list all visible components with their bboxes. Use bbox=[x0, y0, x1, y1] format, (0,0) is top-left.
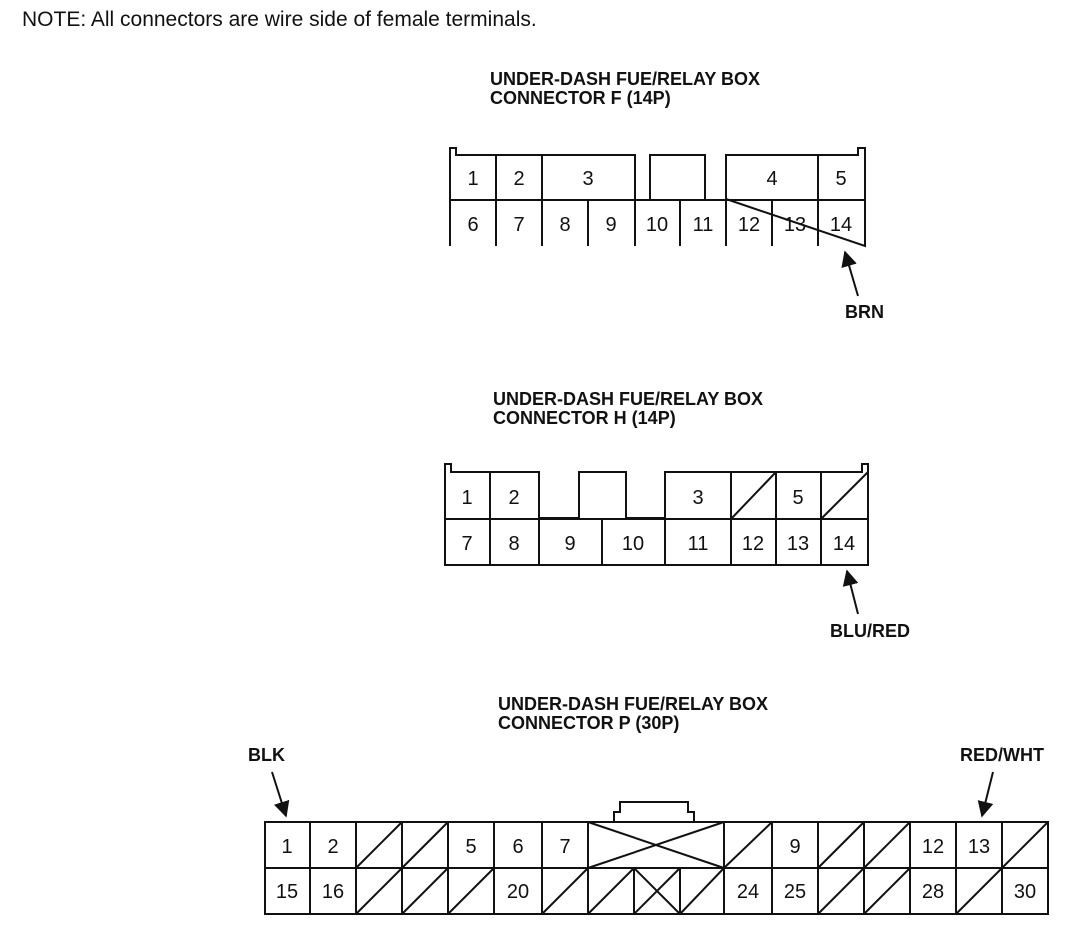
connector-p-unused-cell bbox=[1001, 821, 1049, 869]
connector-h-terminal: 9 bbox=[564, 533, 575, 555]
connector-f-terminal: 10 bbox=[646, 214, 668, 236]
connector-p-title-line1: UNDER-DASH FUE/RELAY BOX bbox=[498, 694, 769, 714]
connector-h-terminal: 11 bbox=[688, 533, 709, 555]
connector-f-terminal: 12 bbox=[738, 214, 760, 236]
connector-f-terminal: 7 bbox=[513, 214, 524, 236]
connector-f-arrow bbox=[841, 250, 859, 297]
connector-p-terminal: 16 bbox=[322, 881, 344, 903]
connector-p-title: UNDER-DASH FUE/RELAY BOX CONNECTOR P (30… bbox=[498, 695, 768, 733]
connector-f-title-line2: CONNECTOR F (14P) bbox=[490, 88, 671, 108]
connector-p-unused-cell bbox=[679, 867, 725, 915]
connector-f-title: UNDER-DASH FUE/RELAY BOX CONNECTOR F (14… bbox=[490, 70, 760, 108]
note-text: NOTE: All connectors are wire side of fe… bbox=[22, 8, 537, 31]
connector-p-title-line2: CONNECTOR P (30P) bbox=[498, 713, 680, 733]
connector-h-terminal: 8 bbox=[508, 533, 519, 555]
connector-p-terminal: 28 bbox=[922, 881, 944, 903]
connector-p-terminal: 1 bbox=[281, 836, 292, 858]
connector-p-terminal: 30 bbox=[1014, 881, 1036, 903]
connector-f-terminal: 2 bbox=[513, 168, 524, 190]
connector-p-terminal: 20 bbox=[507, 881, 529, 903]
connector-f-terminal: 1 bbox=[467, 168, 478, 190]
connector-p-terminal: 25 bbox=[784, 881, 806, 903]
connector-p-unused-cell bbox=[447, 867, 495, 915]
connector-h-terminal: 7 bbox=[461, 533, 472, 555]
connector-h-terminal: 1 bbox=[461, 487, 472, 509]
connector-p-unused-cell bbox=[863, 821, 911, 869]
connector-h-terminal: 14 bbox=[833, 533, 855, 555]
connector-p-arrow-red-wht bbox=[977, 771, 994, 818]
wire-label-brn: BRN bbox=[845, 302, 884, 322]
connector-h-terminal: 10 bbox=[622, 533, 644, 555]
connector-p-terminal: 24 bbox=[737, 881, 759, 903]
connector-p-unused-cell bbox=[355, 821, 403, 869]
connector-h-terminal: 12 bbox=[742, 533, 764, 555]
connector-p-unused-cell bbox=[817, 821, 865, 869]
connector-f-title-line1: UNDER-DASH FUE/RELAY BOX bbox=[490, 69, 761, 89]
connector-p-terminal: 13 bbox=[968, 836, 990, 858]
connector-p-terminal: 5 bbox=[465, 836, 476, 858]
connector-p-unused-cell bbox=[401, 867, 449, 915]
connector-h-title: UNDER-DASH FUE/RELAY BOX CONNECTOR H (14… bbox=[493, 390, 763, 428]
connector-h-terminal: 13 bbox=[787, 533, 809, 555]
connector-p-terminal: 12 bbox=[922, 836, 944, 858]
connector-h-unused-cell bbox=[730, 471, 777, 520]
connector-p: 1 2 5 6 7 9 12 13 15 16 20 24 25 28 30 bbox=[264, 771, 1049, 915]
connector-p-unused-cell bbox=[541, 867, 589, 915]
connector-f-terminal: 9 bbox=[605, 214, 616, 236]
connector-p-unused-cell bbox=[723, 821, 773, 869]
wire-label-blu-red: BLU/RED bbox=[830, 621, 910, 641]
connector-f: 1 2 3 4 5 6 7 8 9 10 11 12 13 14 bbox=[449, 147, 866, 297]
wire-label-red-wht: RED/WHT bbox=[960, 745, 1044, 765]
connector-p-latch bbox=[613, 801, 695, 822]
connector-p-arrow-blk bbox=[271, 771, 290, 818]
connector-p-unused-cell bbox=[587, 867, 635, 915]
connector-f-terminal: 5 bbox=[835, 168, 846, 190]
connector-p-unused-cell bbox=[401, 821, 449, 869]
connector-f-terminal: 13 bbox=[784, 214, 806, 236]
connector-f-terminal: 3 bbox=[582, 168, 593, 190]
connector-p-unused-cell bbox=[355, 867, 403, 915]
connector-p-unused-cell bbox=[817, 867, 865, 915]
connector-h-terminal: 2 bbox=[508, 487, 519, 509]
connector-h: 1 2 3 5 7 8 9 10 11 12 13 14 bbox=[444, 463, 869, 615]
connector-h-unused-cell bbox=[820, 471, 869, 520]
connector-f-terminal: 14 bbox=[830, 214, 852, 236]
connector-p-terminal: 6 bbox=[512, 836, 523, 858]
connector-p-unused-cell bbox=[955, 867, 1003, 915]
connector-p-terminal: 9 bbox=[789, 836, 800, 858]
connector-p-blank-x bbox=[587, 821, 725, 869]
connector-f-terminal: 6 bbox=[467, 214, 478, 236]
connector-f-terminal: 4 bbox=[766, 168, 777, 190]
connector-p-terminal: 15 bbox=[276, 881, 298, 903]
connector-f-terminal: 11 bbox=[693, 214, 714, 236]
connector-p-terminal: 2 bbox=[327, 836, 338, 858]
wire-label-blk: BLK bbox=[248, 745, 285, 765]
connector-h-outline bbox=[444, 463, 869, 566]
connector-h-title-line2: CONNECTOR H (14P) bbox=[493, 408, 676, 428]
connector-p-unused-cell bbox=[633, 867, 681, 915]
connector-f-terminal: 8 bbox=[559, 214, 570, 236]
connector-p-unused-cell bbox=[863, 867, 911, 915]
connector-h-arrow bbox=[842, 569, 859, 615]
connector-p-terminal: 7 bbox=[559, 836, 570, 858]
connector-h-terminal: 5 bbox=[792, 487, 803, 509]
connector-h-terminal: 3 bbox=[692, 487, 703, 509]
connector-h-title-line1: UNDER-DASH FUE/RELAY BOX bbox=[493, 389, 764, 409]
